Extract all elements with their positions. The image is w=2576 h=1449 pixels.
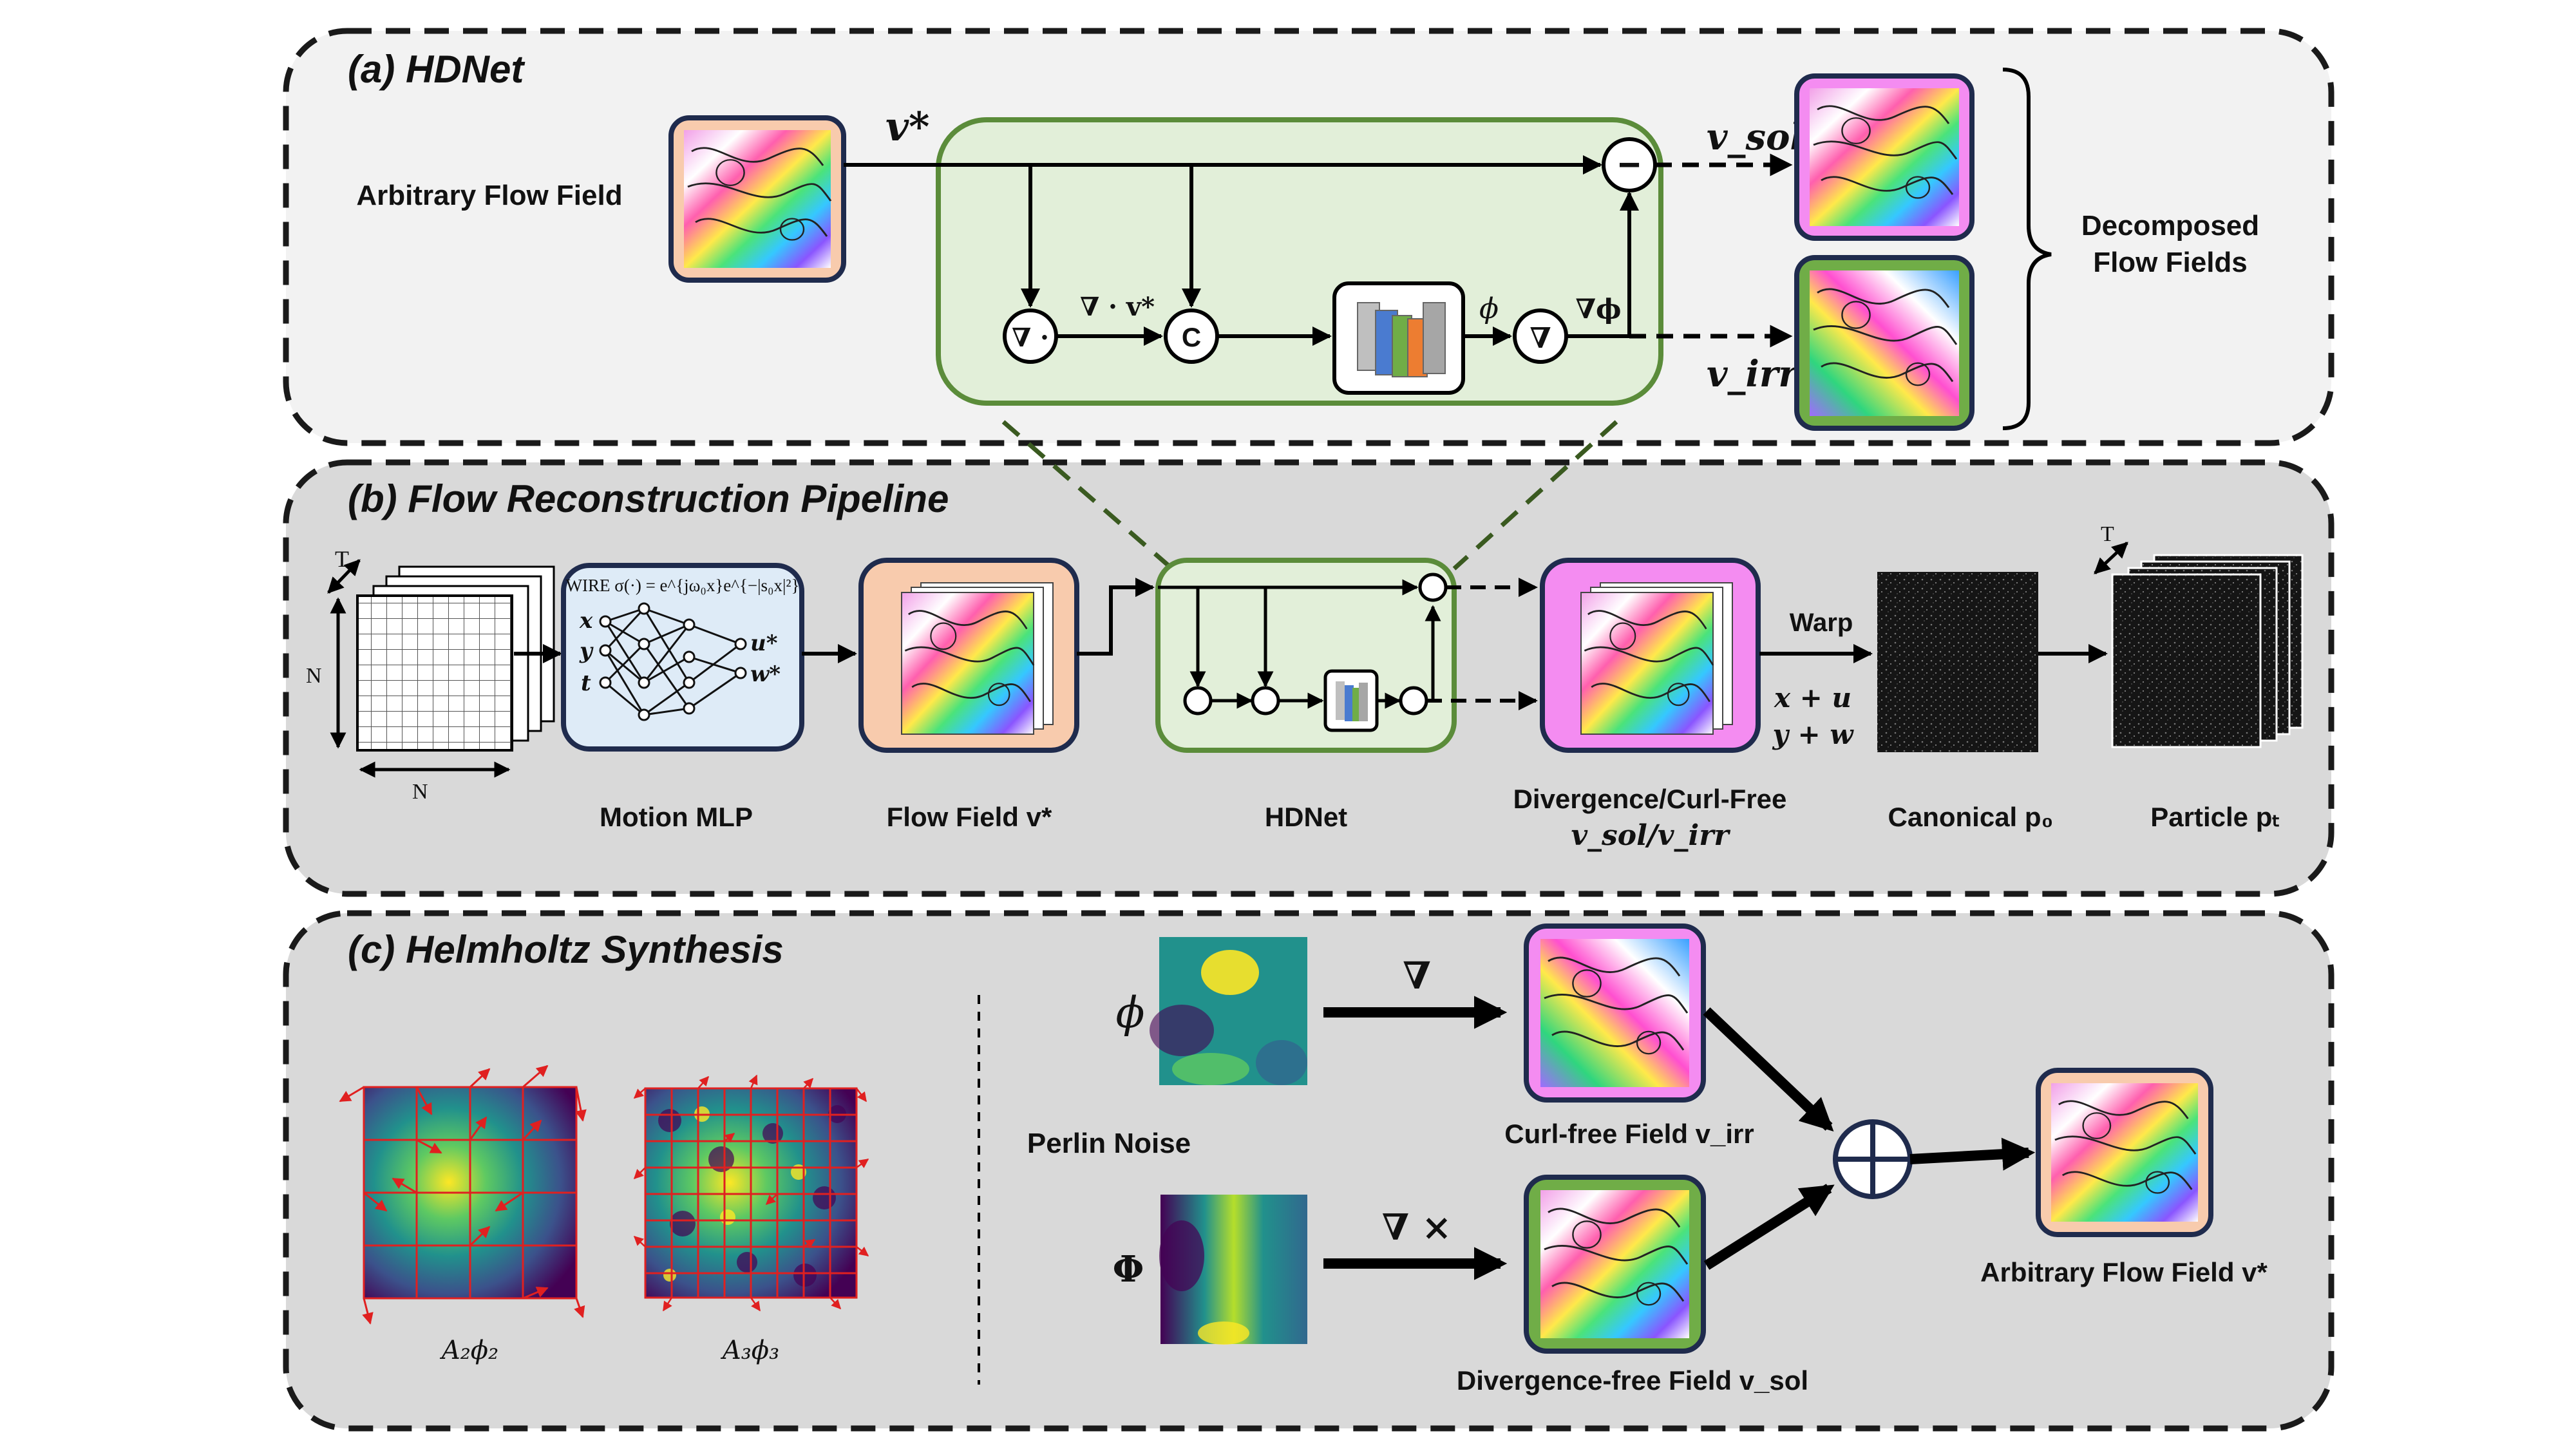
label-canonical: Canonical p₀ <box>1888 802 2054 832</box>
network-block <box>1332 281 1465 395</box>
svg-text:x: x <box>579 608 593 634</box>
arbitrary-flow-label: Arbitrary Flow Field <box>356 180 622 211</box>
decomposed-line1: Decomposed <box>2081 210 2259 242</box>
potential-phi-image <box>1150 937 1307 1085</box>
phi-big-label: Φ <box>1113 1248 1144 1291</box>
warp-y: y + w <box>1772 719 1855 750</box>
divergence-node: ∇ · <box>1003 308 1058 364</box>
panel-c <box>283 910 2334 1432</box>
wire-formula: WIRE σ(·) = e^{jω₀x}e^{−|s₀x|²} <box>566 576 800 595</box>
grid-t-label: T <box>335 546 349 572</box>
label-a3: A₃ϕ₃ <box>720 1336 779 1365</box>
div-free-label: Divergence-free Field v_sol <box>1457 1365 1808 1396</box>
phi-label: ϕ <box>1479 292 1499 325</box>
phi-small-label: ϕ <box>1116 988 1145 1037</box>
svg-text:C: C <box>1182 322 1201 352</box>
v-sol-label: v_sol <box>1707 116 1804 158</box>
grid-n-side: N <box>306 664 322 688</box>
concat-node: C <box>1164 308 1219 364</box>
label-a2: A₂ϕ₂ <box>439 1336 498 1365</box>
hdnet-box-small <box>1155 558 1457 753</box>
noise-grid-a3 <box>633 1074 869 1312</box>
perlin-label: Perlin Noise <box>1027 1128 1191 1159</box>
label-flow-field: Flow Field v* <box>887 802 1052 832</box>
svg-text:t: t <box>581 670 591 696</box>
grid-n-bottom: N <box>412 780 428 804</box>
motion-mlp-box: WIRE σ(·) = e^{jω₀x}e^{−|s₀x|²} x y t u*… <box>561 563 804 752</box>
svg-text:−: − <box>1618 143 1640 186</box>
label-motion-mlp: Motion MLP <box>600 802 753 832</box>
gradient-node: ∇ <box>1513 308 1568 364</box>
label-hdnet: HDNet <box>1265 802 1347 832</box>
grad-phi-label: ∇ϕ <box>1575 293 1621 325</box>
panel-b-title: (b) Flow Reconstruction Pipeline <box>348 477 949 520</box>
svg-text:u*: u* <box>750 630 778 656</box>
sum-node <box>1833 1119 1913 1199</box>
div-free-field-image <box>1524 1175 1706 1354</box>
nabla-label: ∇ <box>1403 954 1431 998</box>
warp-label: Warp <box>1790 609 1853 637</box>
output-vsol-image <box>1794 73 1975 241</box>
grid-stack <box>356 565 555 752</box>
svg-text:∇ ·: ∇ · <box>1012 323 1049 353</box>
svg-text:∇: ∇ <box>1530 322 1551 355</box>
output-virr-image <box>1794 255 1975 431</box>
noise-grid-a2 <box>339 1065 587 1325</box>
potential-Phi-image <box>1159 1195 1307 1345</box>
div-expression: ∇ · v* <box>1080 292 1155 322</box>
nabla-cross-label: ∇ × <box>1382 1206 1452 1249</box>
panel-c-title: (c) Helmholtz Synthesis <box>348 928 784 971</box>
particle-stack <box>2111 554 2304 748</box>
v-star-label: v* <box>886 103 929 150</box>
curl-free-field-image <box>1524 923 1706 1103</box>
svg-text:y: y <box>579 638 594 664</box>
warp-x: x + u <box>1774 682 1852 714</box>
v-irr-label: v_irr <box>1707 353 1799 395</box>
canonical-particles <box>1877 572 2038 752</box>
panel-a-title: (a) HDNet <box>348 48 526 91</box>
curl-free-label: Curl-free Field v_irr <box>1504 1119 1754 1149</box>
flow-field-stack <box>858 558 1079 753</box>
particle-t-label: T <box>2101 522 2114 546</box>
hdnet-box-large <box>936 117 1663 406</box>
svg-text:w*: w* <box>750 661 781 687</box>
arbitrary-flow-output-image <box>2036 1068 2213 1237</box>
label-particle: Particle pₜ <box>2150 802 2280 832</box>
subtract-node: − <box>1602 137 1657 193</box>
brace <box>2002 68 2052 430</box>
input-flow-image <box>668 115 846 283</box>
decomposed-line2: Flow Fields <box>2093 247 2248 278</box>
label-divcurl-1: Divergence/Curl-Free <box>1513 784 1787 814</box>
divcurl-output-stack <box>1540 558 1761 753</box>
label-divcurl-2: v_sol/v_irr <box>1571 819 1730 852</box>
arbitrary-flow-output-label: Arbitrary Flow Field v* <box>1980 1257 2268 1287</box>
